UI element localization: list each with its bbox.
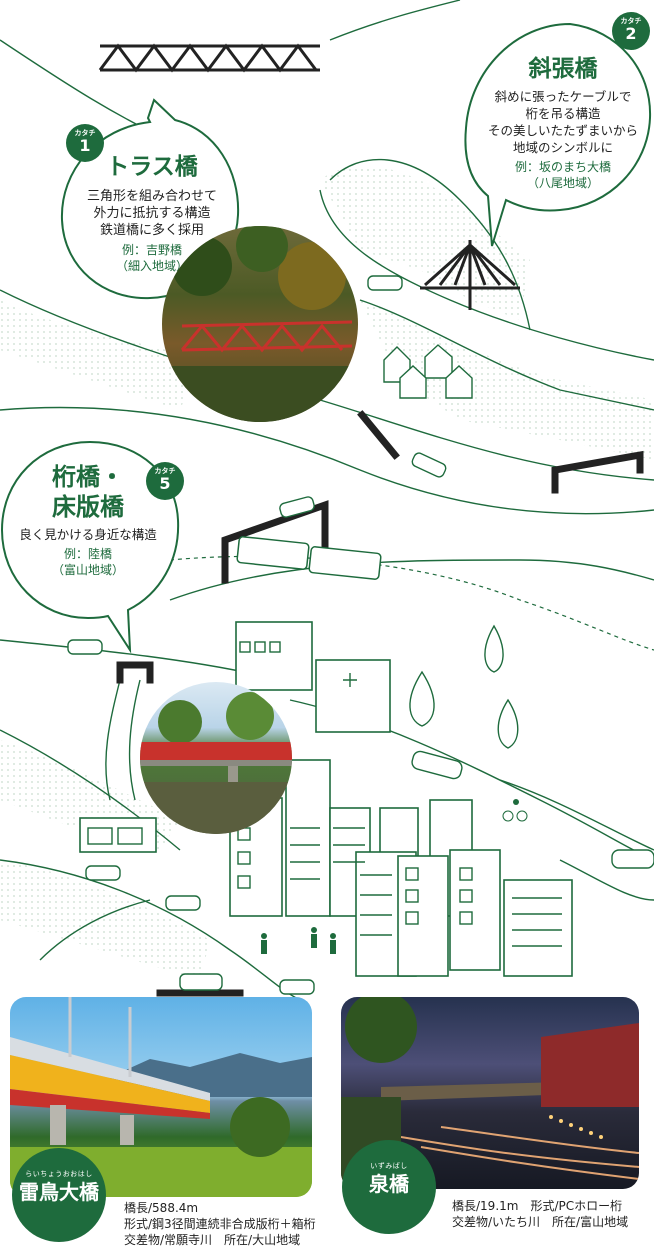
bubble-example: 例：陸橋 （富山地域） [4,546,172,578]
detail-line: 交差物/いたち川 所在/富山地域 [452,1215,629,1229]
detail-line: 橋長/588.4m [124,1201,199,1215]
bubble-title: 斜張橋 [528,56,598,82]
bubble-line: 外力に抵抗する構造 [93,206,211,221]
katachi-label: カタチ [74,129,96,137]
bridge-reading: らいちょうおおはし [25,1170,93,1178]
dotted-hill-3 [360,300,654,460]
example-line: 例：陸橋 [63,547,112,561]
izumi-bridge-details: 橋長/19.1m 形式/PCホロー桁 交差物/いたち川 所在/富山地域 [452,1198,652,1230]
katachi-label: カタチ [620,17,642,25]
detail-line: 交差物/常願寺川 所在/大山地域 [124,1233,301,1247]
example-line: （富山地域） [51,563,124,577]
red-truss-bridge-icon [162,226,358,422]
shape-number: 1 [79,136,91,155]
detail-line: 橋長/19.1m 形式/PCホロー桁 [452,1199,623,1213]
bubble-line: 地域のシンボルに [512,140,613,155]
katachi-label: カタチ [154,467,176,475]
shape-number: 2 [625,24,637,43]
bubble-title: 桁橋・ [52,463,124,491]
izumi-bridge-name-badge: いずみばし 泉橋 [342,1140,436,1234]
bubble-example: 例：坂のまち大橋 （八尾地域） [478,159,648,191]
bubble-title: 床版橋 [52,493,124,521]
shape-1-badge: カタチ 1 [66,124,104,162]
red-girder-bridge-icon [140,692,292,834]
example-line: （八尾地域） [526,176,599,190]
dotted-hill-5 [0,860,210,980]
raicho-bridge-details: 橋長/588.4m 形式/鋼3径間連続非合成版桁＋箱桁 交差物/常願寺川 所在/… [124,1200,354,1248]
bubble-line: 桁を吊る構造 [525,106,601,121]
shape-2-badge: カタチ 2 [612,12,650,50]
dotted-hill-2 [0,300,200,410]
bubble-line: 三角形を組み合わせて [86,189,217,204]
example-line: 例：吉野橋 [121,243,182,257]
truss-bridge-photo [162,226,358,422]
girder-bridge-photo [140,682,292,834]
bubble-line: 斜めに張ったケーブルで [494,89,632,104]
truss-bridge-bubble: トラス橋 三角形を組み合わせて 外力に抵抗する構造 鉄道橋に多く採用 例：吉野橋… [70,152,234,274]
bubble-title: トラス橋 [106,154,198,180]
raicho-bridge-name-badge: らいちょうおおはし 雷鳥大橋 [12,1148,106,1242]
dotted-hill-1 [320,165,530,320]
girder-bridge-bubble: 桁橋・ 床版橋 良く見かける身近な構造 例：陸橋 （富山地域） [4,462,172,578]
shape-5-badge: カタチ 5 [146,462,184,500]
example-line: （細入地域） [115,259,188,273]
bubble-line: 良く見かける身近な構造 [19,527,157,542]
bubble-example: 例：吉野橋 （細入地域） [70,242,234,274]
cable-stayed-bridge-bubble: 斜張橋 斜めに張ったケーブルで 桁を吊る構造 その美しいたたずまいから 地域のシ… [478,54,648,191]
bridge-name: 泉橋 [369,1172,409,1196]
bridge-name: 雷鳥大橋 [19,1180,99,1204]
cable-stayed-bridge-silhouette [420,240,520,310]
truss-bridge-silhouette [98,43,320,73]
bridge-reading: いずみばし [370,1162,408,1170]
train [236,536,382,580]
bubble-girder-outline [0,440,180,654]
bubble-line: その美しいたたずまいから [487,123,638,138]
shape-number: 5 [159,474,171,493]
yellow-girder-bridge-icon [10,997,312,1197]
bubble-line: 鉄道橋に多く採用 [99,223,204,238]
detail-line: 形式/鋼3径間連続非合成版桁＋箱桁 [124,1217,316,1231]
example-line: 例：坂のまち大橋 [514,160,611,174]
bubble-cable-outline [464,22,652,247]
